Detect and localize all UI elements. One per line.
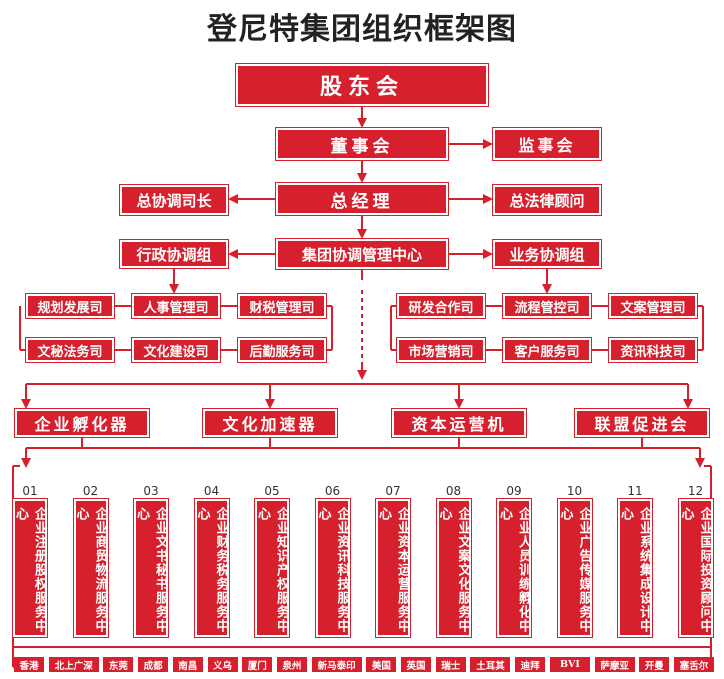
service-center-label: 企业文案文化服务中心 — [436, 507, 471, 633]
service-center-label: 企业商贸物流服务中心 — [73, 507, 108, 633]
city-label: 萨摩亚 — [594, 657, 635, 672]
city-label: 美国 — [366, 657, 397, 672]
business-group-box: 业务协调组 — [492, 239, 602, 269]
dept-left-4: 文秘法务司 — [25, 337, 115, 363]
center-number-06: 06 — [324, 484, 341, 498]
service-center-02: 企业商贸物流服务中心 — [72, 498, 109, 638]
center-number-12: 12 — [687, 484, 704, 498]
dept-right-2: 流程管控司 — [502, 293, 592, 319]
page-title: 登尼特集团组织框架图 — [207, 12, 517, 47]
engine-alliance: 联盟促进会 — [574, 408, 710, 438]
service-center-09: 企业人员训练孵化中心 — [496, 498, 532, 638]
service-center-label: 企业资讯科技服务中心 — [315, 507, 350, 633]
dept-left-6: 后勤服务司 — [237, 337, 327, 363]
dept-right-5: 客户服务司 — [502, 337, 592, 363]
city-label: 成都 — [138, 657, 169, 672]
center-number-03: 03 — [143, 484, 159, 498]
dept-left-5: 文化建设司 — [131, 337, 221, 363]
dept-right-1: 研发合作司 — [396, 293, 486, 319]
city-label: 南昌 — [172, 657, 203, 672]
supervisory-box: 监事会 — [492, 127, 602, 161]
center-number-07: 07 — [385, 484, 401, 498]
city-label: 土耳其 — [470, 657, 511, 672]
dept-left-2: 人事管理司 — [131, 293, 221, 319]
service-center-label: 企业文书秘书服务中心 — [134, 507, 168, 633]
general-manager-box: 总经理 — [275, 182, 449, 216]
board-box: 董事会 — [275, 127, 449, 161]
city-label: 北上广深 — [48, 657, 99, 672]
city-label: BVI — [549, 657, 590, 672]
city-label: 塞舌尔 — [674, 657, 714, 672]
service-center-12: 企业国际投资顾问中心 — [677, 498, 714, 638]
center-number-04: 04 — [203, 484, 220, 498]
center-number-08: 08 — [445, 484, 462, 498]
center-number-10: 10 — [566, 484, 583, 498]
service-center-08: 企业文案文化服务中心 — [435, 498, 472, 638]
engine-accelerator: 文化加速器 — [202, 408, 338, 438]
center-number-02: 02 — [82, 484, 99, 498]
city-label: 厦门 — [242, 657, 273, 672]
city-label: 迪拜 — [515, 657, 546, 672]
service-center-label: 企业人员训练孵化中心 — [497, 507, 531, 633]
city-label: 新马泰印 — [311, 657, 362, 672]
engine-capital: 资本运营机 — [391, 408, 527, 438]
city-label: 英国 — [401, 657, 432, 672]
dept-left-1: 规划发展司 — [25, 293, 115, 319]
service-center-label: 企业国际投资顾问中心 — [678, 507, 713, 633]
dept-right-3: 文案管理司 — [608, 293, 698, 319]
service-center-07: 企业资本运营服务中心 — [375, 498, 411, 638]
shareholders-box: 股东会 — [235, 63, 489, 107]
city-label: 香港 — [14, 657, 44, 672]
engine-incubator: 企业孵化器 — [14, 408, 150, 438]
city-label: 开曼 — [639, 657, 670, 672]
center-number-05: 05 — [264, 484, 280, 498]
service-center-label: 企业资本运营服务中心 — [376, 507, 410, 633]
service-center-03: 企业文书秘书服务中心 — [133, 498, 169, 638]
city-label: 义乌 — [207, 657, 238, 672]
coordinator-general-box: 总协调司长 — [119, 184, 229, 216]
center-number-01: 01 — [22, 484, 38, 498]
service-center-11: 企业系统集成设计中心 — [617, 498, 653, 638]
service-center-label: 企业知识产权服务中心 — [255, 507, 289, 633]
city-label: 瑞士 — [435, 657, 466, 672]
city-label: 泉州 — [276, 657, 307, 672]
admin-group-box: 行政协调组 — [119, 239, 229, 269]
service-center-label: 企业广告传媒服务中心 — [557, 507, 592, 633]
center-number-09: 09 — [506, 484, 522, 498]
dept-right-6: 资讯科技司 — [608, 337, 698, 363]
service-center-label: 企业系统集成设计中心 — [618, 507, 652, 633]
dept-right-4: 市场营销司 — [396, 337, 486, 363]
legal-counsel-box: 总法律顾问 — [492, 184, 602, 216]
service-center-label: 企业财务税务服务中心 — [194, 507, 229, 633]
group-center-box: 集团协调管理中心 — [275, 238, 449, 270]
service-center-label: 企业注册股权服务中心 — [13, 507, 47, 633]
service-center-01: 企业注册股权服务中心 — [12, 498, 48, 638]
service-center-10: 企业广告传媒服务中心 — [556, 498, 593, 638]
center-number-11: 11 — [627, 484, 643, 498]
city-label: 东莞 — [103, 657, 134, 672]
service-center-04: 企业财务税务服务中心 — [193, 498, 230, 638]
service-center-06: 企业资讯科技服务中心 — [314, 498, 351, 638]
service-center-05: 企业知识产权服务中心 — [254, 498, 290, 638]
dept-left-3: 财税管理司 — [237, 293, 327, 319]
